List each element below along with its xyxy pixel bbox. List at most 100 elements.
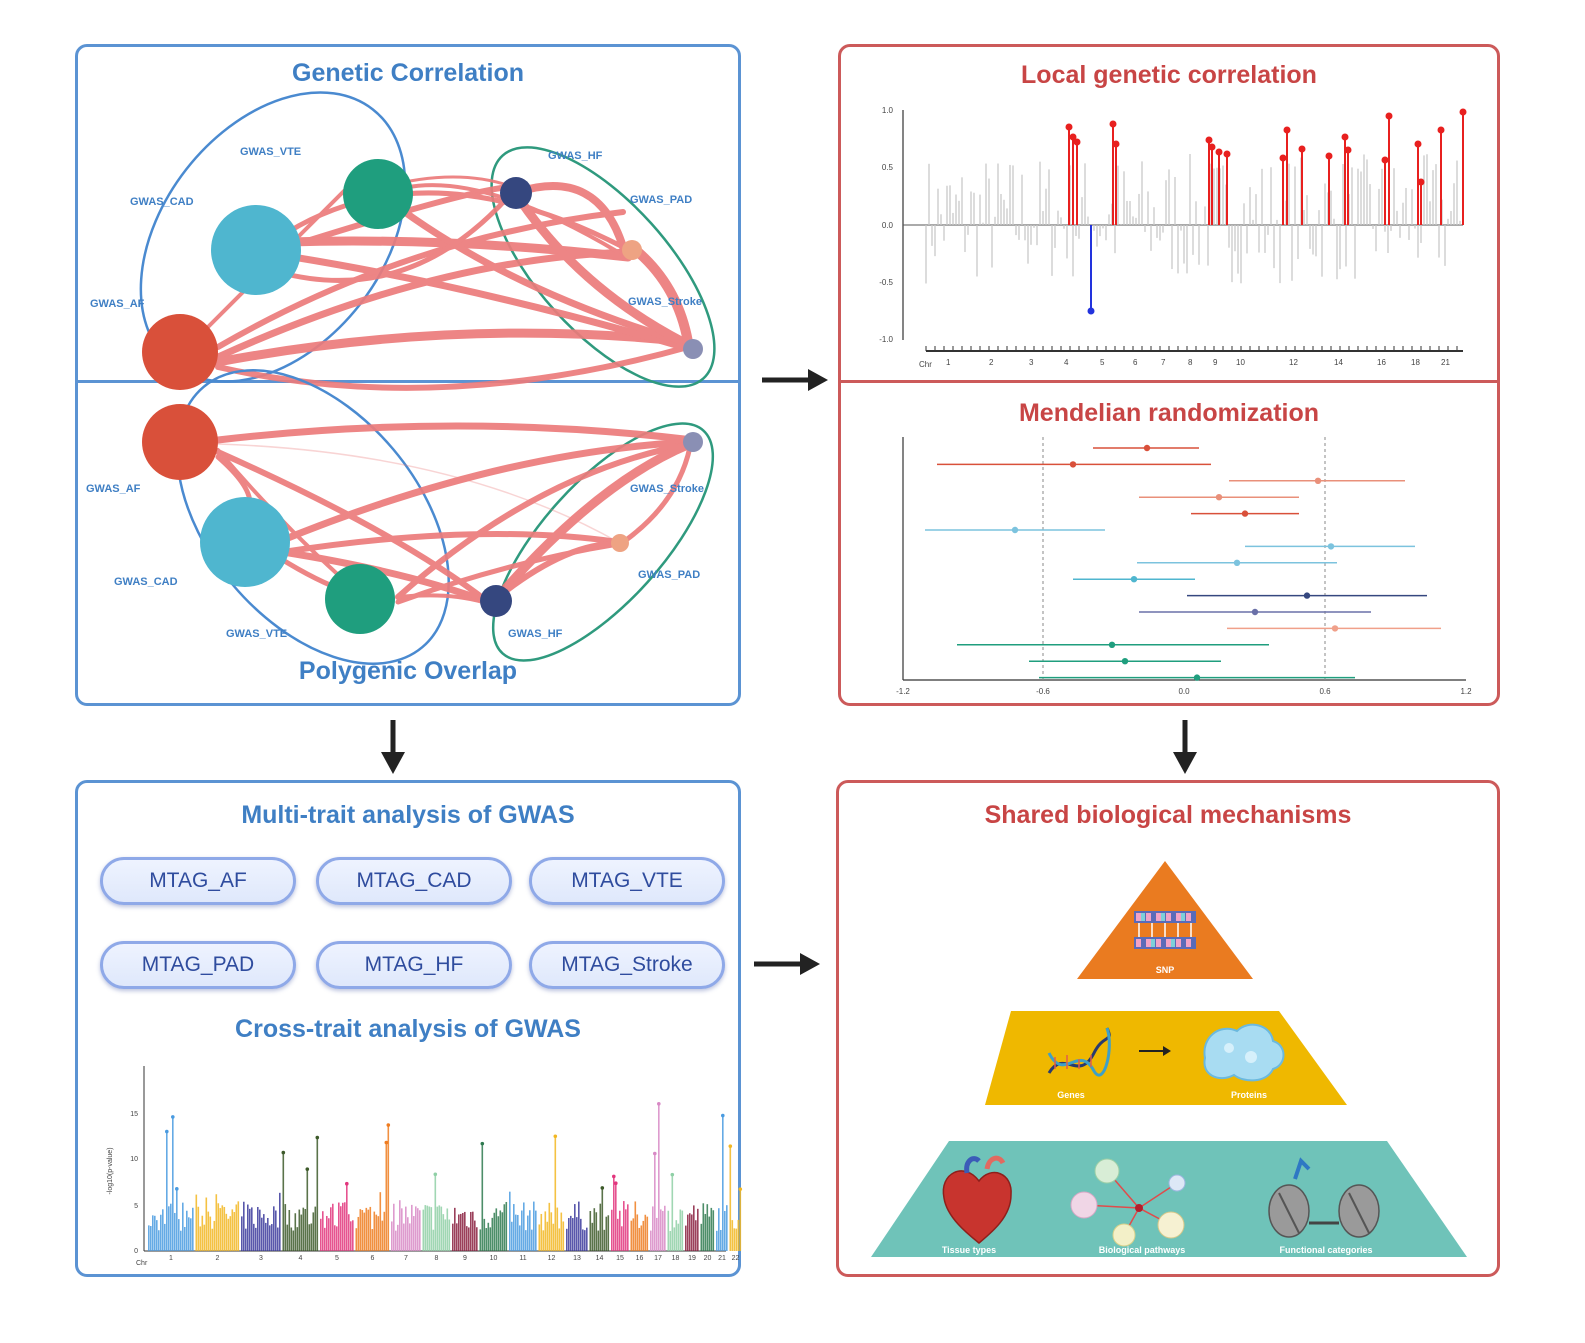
manhattan-chromosome-block bbox=[320, 1181, 354, 1251]
pill-mtag-hf: MTAG_HF bbox=[316, 941, 512, 989]
manhattan-ytick-10: 10 bbox=[130, 1156, 138, 1163]
label-gwas-stroke-overlap: GWAS_Stroke bbox=[630, 483, 704, 495]
panel-divider-right bbox=[841, 380, 1497, 383]
manhattan-xtick: 3 bbox=[259, 1255, 263, 1262]
manhattan-chromosome-block bbox=[716, 1113, 728, 1251]
lgc-significant-point bbox=[1385, 112, 1393, 225]
pill-mtag-af: MTAG_AF bbox=[100, 857, 296, 905]
node-pad bbox=[622, 240, 642, 260]
lgc-significant-point bbox=[1283, 126, 1291, 225]
functional-categories-label: Functional categories bbox=[1279, 1245, 1372, 1255]
manhattan-xtick: 2 bbox=[216, 1255, 220, 1262]
lgc-significant-point bbox=[1325, 152, 1333, 225]
lgc-xlabel: Chr bbox=[919, 360, 932, 369]
mr-estimate-row bbox=[1073, 576, 1195, 583]
lgc-xtick-2: 2 bbox=[989, 358, 994, 367]
snp-label: SNP bbox=[1156, 965, 1175, 975]
manhattan-ylabel: -log10(p-value) bbox=[107, 1147, 114, 1194]
manhattan-xtick: 10 bbox=[490, 1255, 498, 1262]
pill-mtag-pad: MTAG_PAD bbox=[100, 941, 296, 989]
manhattan-chromosome-block bbox=[630, 1201, 649, 1251]
lgc-ytick-4: -0.5 bbox=[879, 278, 893, 287]
tissue-types-label: Tissue types bbox=[942, 1245, 996, 1255]
manhattan-chromosome-block bbox=[195, 1194, 240, 1251]
manhattan-xtick: 22 bbox=[732, 1255, 740, 1262]
lgc-significant-point bbox=[1073, 138, 1081, 225]
manhattan-chromosome-block bbox=[241, 1192, 281, 1251]
manhattan-xtick: 20 bbox=[704, 1255, 712, 1262]
mr-estimate-row bbox=[1139, 608, 1371, 616]
local-genetic-correlation-title: Local genetic correlation bbox=[1021, 61, 1317, 89]
manhattan-chromosome-block bbox=[650, 1101, 666, 1251]
pathway-network-icon bbox=[1070, 1158, 1186, 1247]
mr-xtick-3: 0.0 bbox=[1178, 687, 1190, 696]
lgc-xtick-16: 16 bbox=[1377, 358, 1386, 367]
node-cad bbox=[211, 205, 301, 295]
manhattan-chromosome-block bbox=[509, 1191, 537, 1251]
mr-estimate-row bbox=[925, 526, 1105, 534]
mr-estimate-row bbox=[1245, 543, 1415, 550]
protein-icon bbox=[1203, 1023, 1285, 1082]
genes-proteins-tier bbox=[985, 1011, 1347, 1105]
network-panel: Genetic Correlation Polygenic Overlap bbox=[75, 44, 741, 706]
correlation-mr-panel: Local genetic correlation Mendelian rand… bbox=[838, 44, 1500, 706]
genetic-correlation-title: Genetic Correlation bbox=[292, 59, 524, 87]
shared-mechanisms-title: Shared biological mechanisms bbox=[984, 801, 1352, 829]
manhattan-xtick: 18 bbox=[672, 1255, 680, 1262]
biological-pathways-label: Biological pathways bbox=[1099, 1245, 1186, 1255]
mr-xtick-1: -1.2 bbox=[896, 687, 910, 696]
mr-estimate-row bbox=[937, 461, 1211, 468]
manhattan-ytick-5: 5 bbox=[134, 1203, 138, 1210]
manhattan-xtick: 21 bbox=[718, 1255, 726, 1262]
lgc-xtick-9: 9 bbox=[1213, 358, 1218, 367]
multi-trait-title: Multi-trait analysis of GWAS bbox=[241, 801, 575, 829]
manhattan-chromosome-block bbox=[281, 1135, 320, 1251]
mr-estimate-row bbox=[1137, 559, 1337, 566]
mr-estimate-row bbox=[1029, 658, 1221, 665]
lgc-significant-point bbox=[1065, 123, 1073, 225]
label-gwas-vte-overlap: GWAS_VTE bbox=[226, 628, 287, 640]
manhattan-chromosome-block bbox=[538, 1134, 565, 1251]
lgc-xtick-18: 18 bbox=[1411, 358, 1420, 367]
manhattan-chromosome-block bbox=[566, 1201, 588, 1251]
manhattan-xtick: 16 bbox=[636, 1255, 644, 1262]
lgc-significant-point bbox=[1414, 140, 1422, 225]
manhattan-chromosome-block bbox=[355, 1123, 391, 1251]
lgc-significant-point bbox=[1417, 178, 1425, 225]
lgc-xtick-5: 5 bbox=[1100, 358, 1105, 367]
lgc-significant-point bbox=[1279, 154, 1287, 225]
lgc-xtick-14: 14 bbox=[1334, 358, 1343, 367]
lgc-significant-point bbox=[1215, 148, 1223, 225]
lgc-ytick-5: -1.0 bbox=[879, 335, 893, 344]
lgc-xtick-10: 10 bbox=[1236, 358, 1245, 367]
mr-estimate-row bbox=[1039, 674, 1355, 681]
lgc-significant-point bbox=[1437, 126, 1445, 225]
manhattan-chromosome-block bbox=[728, 1144, 743, 1251]
functional-categories-icon bbox=[1268, 1157, 1380, 1238]
arrow-down-right-icon bbox=[1173, 720, 1197, 774]
local-genetic-correlation-plot: 1.0 0.5 0.0 -0.5 -1.0 Chr 1 2 3 4 5 6 7 … bbox=[879, 106, 1467, 369]
lgc-significant-point bbox=[1223, 150, 1231, 225]
panel-divider bbox=[78, 380, 738, 383]
manhattan-xtick: 1 bbox=[169, 1255, 173, 1262]
mr-xtick-4: 0.6 bbox=[1319, 687, 1331, 696]
manhattan-xtick: 14 bbox=[596, 1255, 604, 1262]
manhattan-chromosome-block bbox=[148, 1115, 194, 1251]
label-gwas-pad-overlap: GWAS_PAD bbox=[638, 569, 700, 581]
manhattan-xtick: 12 bbox=[548, 1255, 556, 1262]
genes-label: Genes bbox=[1057, 1090, 1085, 1100]
node-hf-overlap bbox=[480, 585, 512, 617]
lgc-xtick-7: 7 bbox=[1161, 358, 1166, 367]
proteins-label: Proteins bbox=[1231, 1090, 1267, 1100]
node-af-overlap bbox=[142, 404, 218, 480]
manhattan-xtick: 9 bbox=[463, 1255, 467, 1262]
mr-estimate-row bbox=[1093, 444, 1199, 452]
lgc-significant-point bbox=[1205, 136, 1213, 225]
mr-estimate-row bbox=[1191, 510, 1299, 517]
lgc-negative-point bbox=[1087, 225, 1095, 315]
mechanism-pyramid: SNP Genes Proteins bbox=[871, 861, 1467, 1257]
manhattan-chromosome-block bbox=[479, 1141, 508, 1251]
lgc-xtick-1: 1 bbox=[946, 358, 951, 367]
manhattan-xtick: 19 bbox=[688, 1255, 696, 1262]
